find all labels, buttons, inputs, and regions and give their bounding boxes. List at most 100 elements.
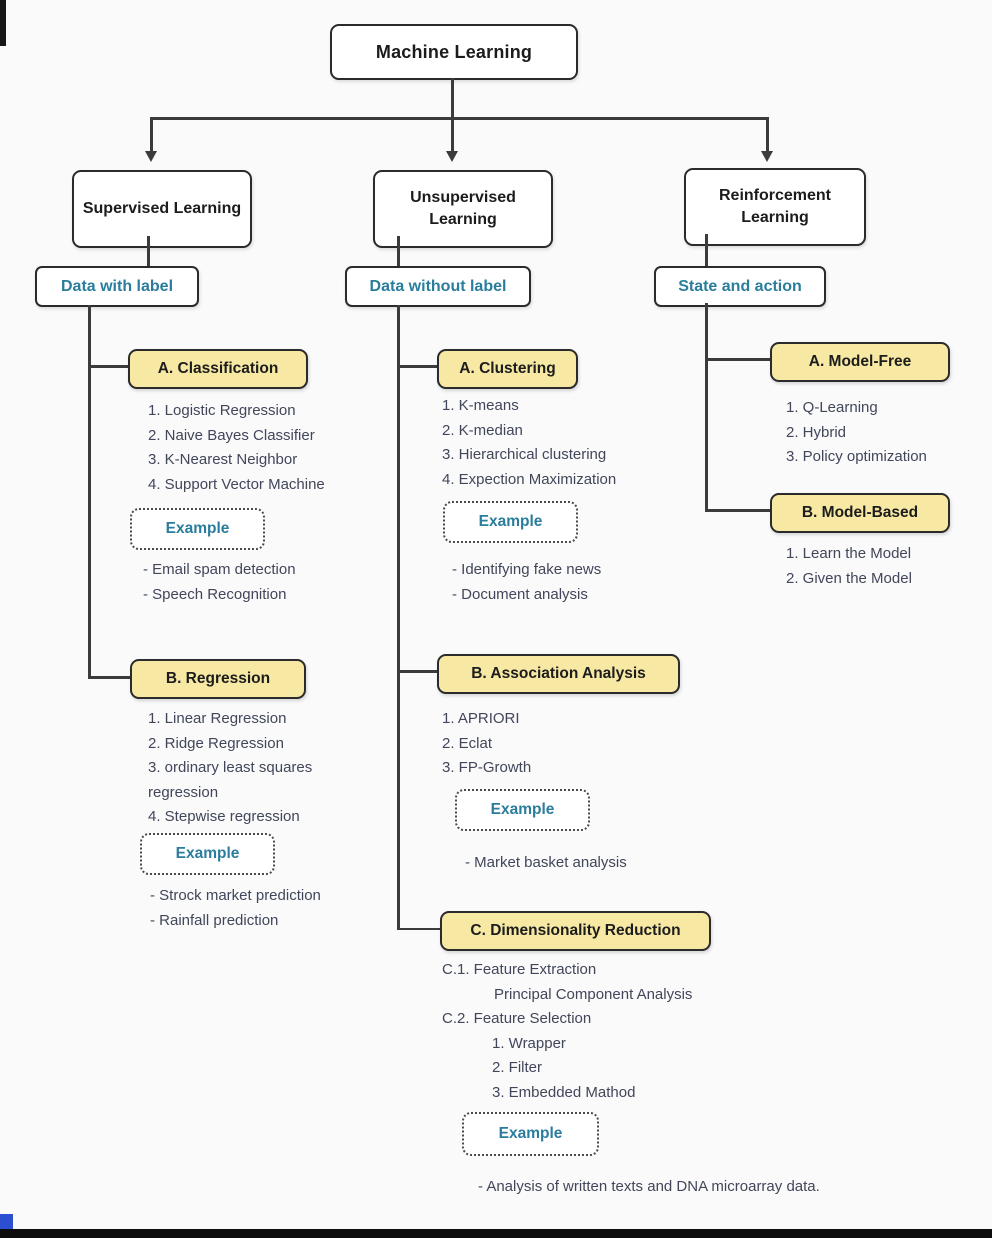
branch-node-supervised: Supervised Learning [72,170,252,248]
connector-middle-branch-clustering [397,365,439,368]
example-box-association: Example [455,789,590,831]
connector-right-branch-modelfree [705,358,770,361]
list-item: 1. Wrapper [492,1034,566,1052]
list-item: Principal Component Analysis [494,985,693,1003]
example-item: - Document analysis [452,585,588,603]
category-label: C. Dimensionality Reduction [470,922,681,939]
model-free-list: 1. Q-Learning 2. Hybrid 3. Policy optimi… [786,396,986,470]
sublabel-data-with-label: Data with label [35,266,199,307]
list-item: 3. K-Nearest Neighbor [148,451,298,468]
connector-root-stem [451,78,454,118]
regression-list: 1. Linear Regression 2. Ridge Regression… [148,707,374,830]
example-box-clustering: Example [443,501,578,543]
connector-drop-supervised [150,117,153,152]
branch-node-unsupervised: Unsupervised Learning [373,170,553,248]
list-item: 2. Given the Model [786,569,912,587]
branch-node-reinforcement: Reinforcement Learning [684,168,866,246]
dimensionality-examples: - Analysis of written texts and DNA micr… [478,1175,860,1200]
example-label: Example [478,513,543,530]
list-item: 3. ordinary least squares regression [148,759,313,801]
example-item: - Market basket analysis [465,854,627,871]
list-item: 2. Hybrid [786,423,847,441]
list-item: 2. Filter [492,1059,543,1076]
arrowhead-unsupervised-icon [446,151,458,162]
example-box-regression: Example [140,833,275,875]
connector-reinforcement-sublabel [705,234,708,267]
connector-unsupervised-sublabel [397,236,400,267]
example-label: Example [175,845,240,862]
arrowhead-supervised-icon [145,151,157,162]
branch-label: Reinforcement Learning [718,187,832,226]
connector-middle-trunk [397,305,400,930]
category-label: B. Model-Based [801,504,919,521]
clustering-list: 1. K-means 2. K-median 3. Hierarchical c… [442,394,692,492]
connector-left-branch-classification [88,365,130,368]
list-item: C.1. Feature Extraction [442,961,597,978]
association-examples: - Market basket analysis [465,851,725,876]
sublabel-state-and-action: State and action [654,266,826,307]
branch-label: Unsupervised Learning [410,189,516,228]
connector-left-branch-regression [88,676,132,679]
association-list: 1. APRIORI 2. Eclat 3. FP-Growth [442,707,682,781]
connector-left-trunk [88,305,91,678]
example-label: Example [490,801,555,818]
classification-list: 1. Logistic Regression 2. Naive Bayes Cl… [148,399,380,497]
category-label: A. Clustering [459,360,556,377]
category-label: B. Regression [165,670,271,687]
list-item: 1. Linear Regression [148,710,287,727]
dimensionality-list: C.1. Feature Extraction Principal Compon… [442,958,752,1105]
clustering-examples: - Identifying fake news - Document analy… [452,558,692,607]
example-box-classification: Example [130,508,265,550]
connector-drop-reinforcement [766,117,769,152]
list-item: 3. Policy optimization [786,448,927,465]
list-item: 2. Naive Bayes Classifier [148,426,315,444]
list-item: 1. Q-Learning [786,399,878,416]
category-model-based: B. Model-Based [770,493,950,533]
list-item: C.2. Feature Selection [442,1010,592,1027]
scan-artifact-bottom-bar [0,1229,992,1238]
category-model-free: A. Model-Free [770,342,950,382]
connector-right-trunk [705,303,708,511]
sublabel-text: Data with label [60,277,174,295]
example-label: Example [498,1125,563,1142]
connector-middle-branch-dimensionality [397,927,442,930]
list-item: 1. Learn the Model [786,545,912,562]
list-item: 1. K-means [442,397,519,414]
list-item: 3. Hierarchical clustering [442,446,607,463]
category-classification: A. Classification [128,349,308,389]
list-item: 2. Eclat [442,734,493,752]
example-item: - Analysis of written texts and DNA micr… [478,1178,820,1195]
classification-examples: - Email spam detection - Speech Recognit… [143,558,383,607]
regression-examples: - Strock market prediction - Rainfall pr… [150,884,400,933]
example-box-dimensionality: Example [462,1112,599,1156]
list-item: 4. Expection Maximization [442,470,617,488]
list-item: 4. Support Vector Machine [148,475,325,493]
list-item: 2. Ridge Regression [148,734,284,752]
list-item: 3. FP-Growth [442,759,532,776]
scan-artifact-top-left [0,0,6,46]
example-item: - Strock market prediction [150,887,321,904]
connector-supervised-sublabel [147,236,150,267]
example-label: Example [165,520,230,537]
category-dimensionality-reduction: C. Dimensionality Reduction [440,911,711,951]
category-label: B. Association Analysis [471,665,646,682]
list-item: 2. K-median [442,421,523,439]
connector-middle-branch-association [397,670,439,673]
root-node-machine-learning: Machine Learning [330,24,578,80]
category-clustering: A. Clustering [437,349,578,389]
root-label: Machine Learning [375,41,533,62]
arrowhead-reinforcement-icon [761,151,773,162]
category-regression: B. Regression [130,659,306,699]
list-item: 3. Embedded Mathod [492,1083,636,1101]
sublabel-text: State and action [678,277,802,295]
example-item: - Email spam detection [143,561,296,578]
connector-top-horizontal [150,117,769,120]
sublabel-data-without-label: Data without label [345,266,531,307]
list-item: 4. Stepwise regression [148,808,300,825]
branch-label: Supervised Learning [82,200,242,218]
list-item: 1. Logistic Regression [148,402,296,419]
example-item: - Identifying fake news [452,561,602,578]
scan-artifact-blue-mark [0,1214,13,1231]
category-association-analysis: B. Association Analysis [437,654,680,694]
